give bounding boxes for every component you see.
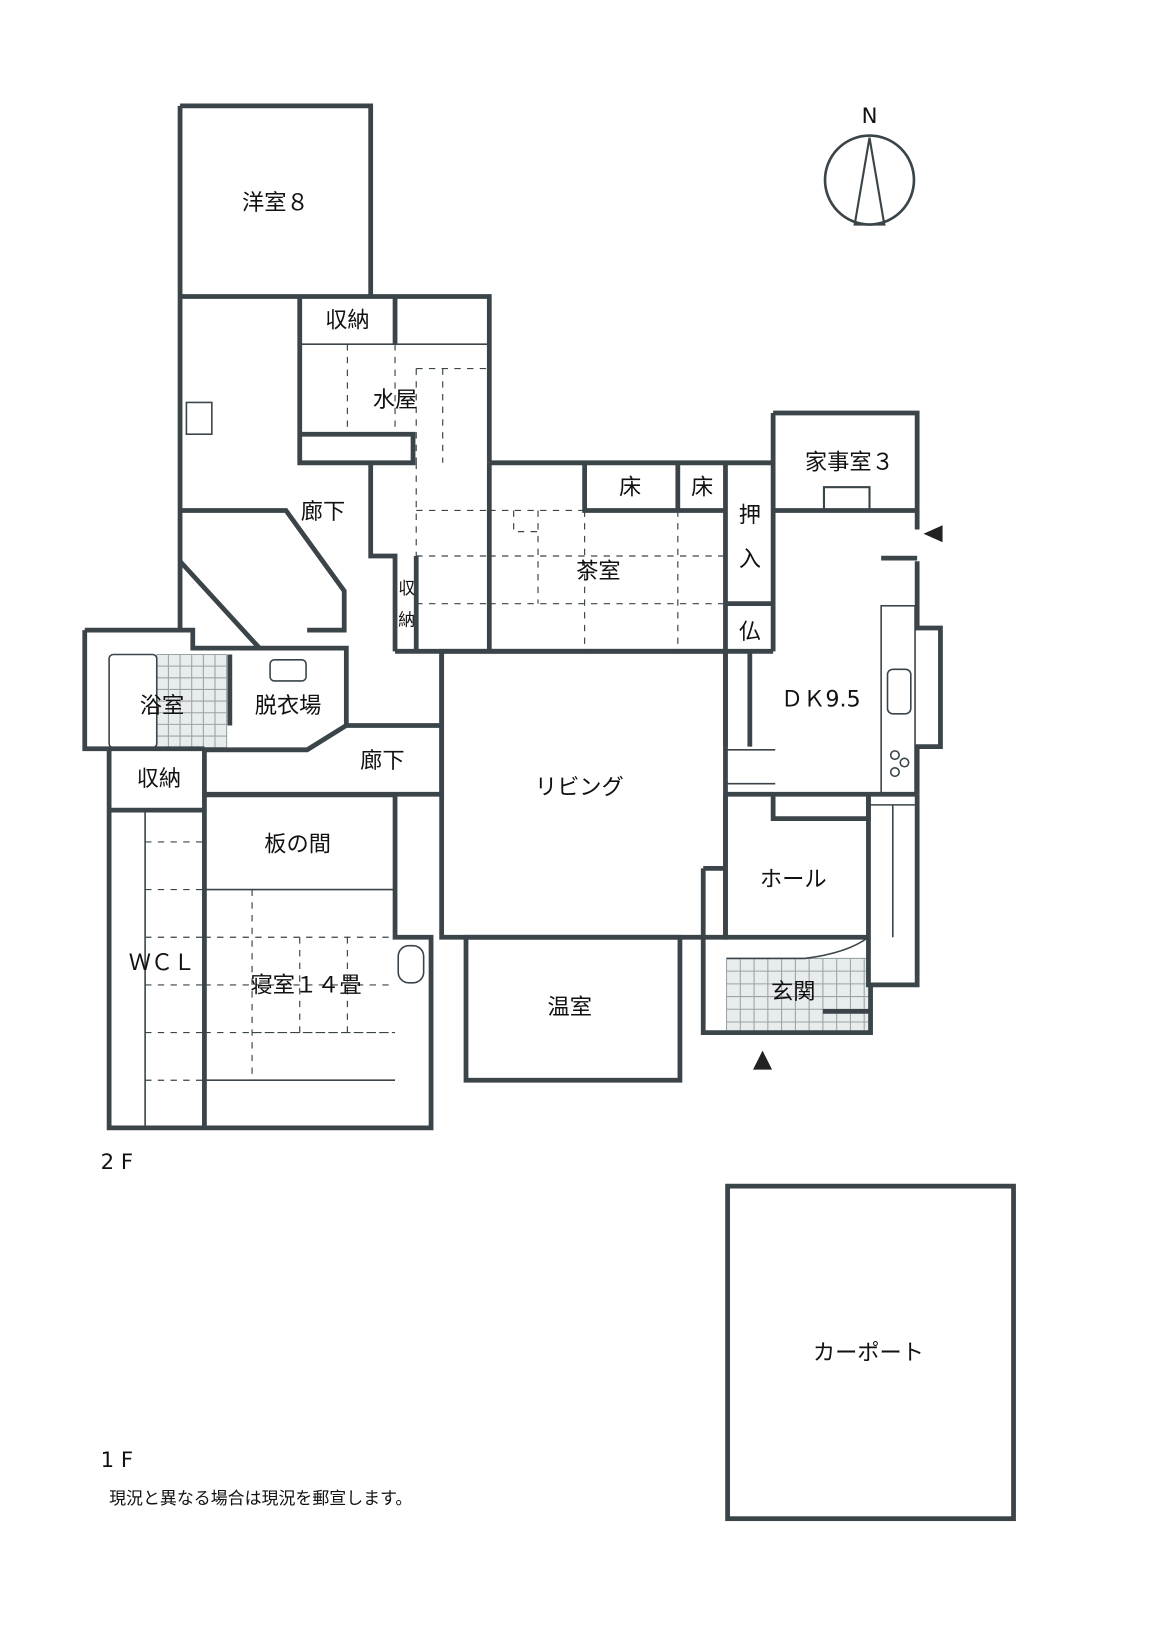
room-entrance: 玄関 [771,979,815,1005]
tile-floors [156,653,869,1033]
room-corridor-lower: 廊下 [360,748,404,774]
room-hall: ホール [760,867,827,893]
room-chashitsu: 茶室 [576,558,620,584]
entry-arrow-icon [753,1050,773,1070]
room-storage-top: 収納 [325,307,369,333]
floor-label-1f: 1 F [101,1447,133,1472]
room-itanoma: 板の間 [264,832,331,858]
tatami-lines [145,344,726,1081]
room-greenhouse: 温室 [548,995,592,1021]
room-carport: カーポート [813,1340,924,1366]
room-housework: 家事室３ [805,449,894,475]
entry-arrow-icon [923,525,943,543]
north-label: N [862,103,878,128]
room-tokonoma: 床 [619,475,641,501]
room-western8: 洋室８ [242,190,309,216]
room-wcl: ＷＣＬ [129,950,196,976]
room-storage-side: 収 [398,578,415,598]
room-dk: ＤＫ9.5 [781,687,861,713]
room-butsuma: 仏 [739,619,761,645]
room-bedroom: 寝室１４畳 [250,972,361,998]
room-corridor-top: 廊下 [301,499,345,525]
room-oshiire: 押 [739,502,761,528]
room-bath: 浴室 [140,693,184,719]
north-compass: N [823,103,916,226]
room-living: リビング [535,774,624,800]
room-mizuya: 水屋 [373,387,417,413]
room-dressing: 脱衣場 [255,693,322,719]
walls [82,103,943,1131]
room-storage-side: 納 [398,610,415,630]
carport-outline [725,1183,1016,1522]
room-labels: 洋室８ 収納 水屋 廊下 収 納 床 床 押 入 仏 茶室 家事室３ ＤＫ9.5… [129,190,924,1366]
room-tokonoma: 床 [691,475,713,501]
room-oshiire: 入 [739,547,761,573]
room-storage-lower: 収納 [137,766,181,792]
floor-label-2f: 2 F [101,1149,133,1174]
disclaimer-note: 現況と異なる場合は現況を郵宣します。 [109,1488,412,1508]
